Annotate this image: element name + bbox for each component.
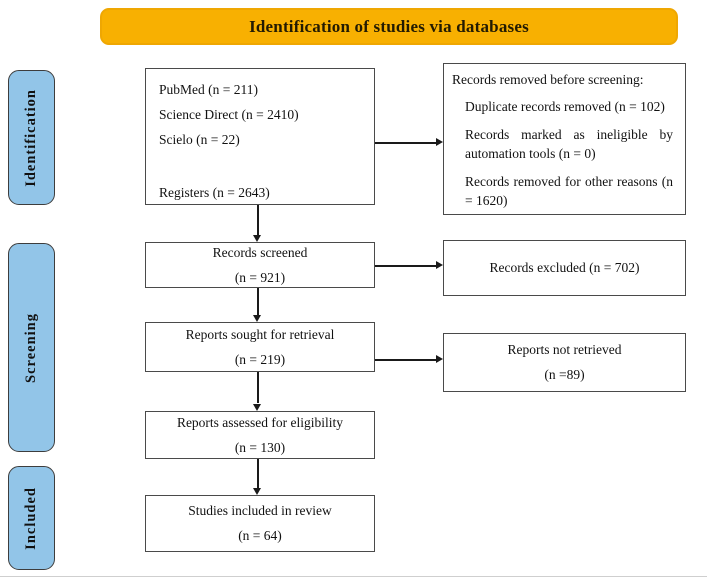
arrow-sought-to-assessed-head xyxy=(253,403,262,411)
arrow-sought-to-assessed-line xyxy=(257,372,259,403)
box-records-removed: Records removed before screening: Duplic… xyxy=(443,63,686,215)
arrow-databases-to-screened-head xyxy=(253,234,262,242)
arrow-assessed-to-included-head xyxy=(253,487,262,495)
box-databases-identified: PubMed (n = 211) Science Direct (n = 241… xyxy=(145,68,375,205)
records-removed-item-other-reasons: Records removed for other reasons (n = 1… xyxy=(465,174,673,208)
records-removed-title: Records removed before screening: xyxy=(452,72,644,87)
box-reports-not-retrieved: Reports not retrieved (n =89) xyxy=(443,333,686,392)
reports-sought-label: Reports sought for retrieval xyxy=(185,326,335,342)
box-studies-included: Studies included in review (n = 64) xyxy=(145,495,375,552)
box-records-excluded: Records excluded (n = 702) xyxy=(443,240,686,296)
box-records-screened: Records screened (n = 921) xyxy=(145,242,375,288)
box-reports-assessed: Reports assessed for eligibility (n = 13… xyxy=(145,411,375,459)
stage-label-included: Included xyxy=(8,466,55,570)
reports-assessed-label: Reports assessed for eligibility xyxy=(176,414,344,430)
arrow-screened-to-sought-line xyxy=(257,288,259,315)
stage-label-screening: Screening xyxy=(8,243,55,452)
reports-not-retrieved-label: Reports not retrieved xyxy=(507,342,622,357)
arrow-databases-to-removed-head xyxy=(435,138,443,147)
arrow-screened-to-excluded-head xyxy=(435,261,443,270)
arrow-assessed-to-included-line xyxy=(257,459,259,488)
records-screened-label: Records screened xyxy=(212,244,308,260)
reports-assessed-count: (n = 130) xyxy=(234,439,286,455)
records-screened-count: (n = 921) xyxy=(234,269,286,285)
stage-label-identification: Identification xyxy=(8,70,55,205)
records-excluded-label: Records excluded (n = 702) xyxy=(489,260,640,275)
stage-label-screening-text: Screening xyxy=(23,312,39,383)
arrow-screened-to-sought-head xyxy=(253,314,262,322)
stage-label-identification-text: Identification xyxy=(23,88,39,187)
studies-included-label: Studies included in review xyxy=(188,503,332,518)
arrow-databases-to-screened-line xyxy=(257,205,259,235)
box-reports-sought: Reports sought for retrieval (n = 219) xyxy=(145,322,375,372)
database-line-scielo: Scielo (n = 22) xyxy=(159,132,240,147)
title-banner: Identification of studies via databases xyxy=(100,8,678,45)
database-line-registers: Registers (n = 2643) xyxy=(159,185,270,200)
arrow-screened-to-excluded-line xyxy=(375,265,436,267)
title-banner-label: Identification of studies via databases xyxy=(249,16,529,36)
records-removed-item-automation: Records marked as ineligible by automati… xyxy=(465,127,673,161)
records-removed-item-duplicates: Duplicate records removed (n = 102) xyxy=(465,99,665,114)
database-line-pubmed: PubMed (n = 211) xyxy=(159,82,258,97)
arrow-sought-to-not-retrieved-head xyxy=(435,355,443,364)
reports-sought-count: (n = 219) xyxy=(234,351,286,367)
stage-label-included-text: Included xyxy=(23,486,39,550)
image-bottom-edge xyxy=(0,576,707,577)
database-line-sciencedirect: Science Direct (n = 2410) xyxy=(159,107,299,122)
arrow-databases-to-removed-line xyxy=(375,142,436,144)
arrow-sought-to-not-retrieved-line xyxy=(375,359,436,361)
reports-not-retrieved-count: (n =89) xyxy=(544,367,585,382)
studies-included-count: (n = 64) xyxy=(238,528,282,543)
